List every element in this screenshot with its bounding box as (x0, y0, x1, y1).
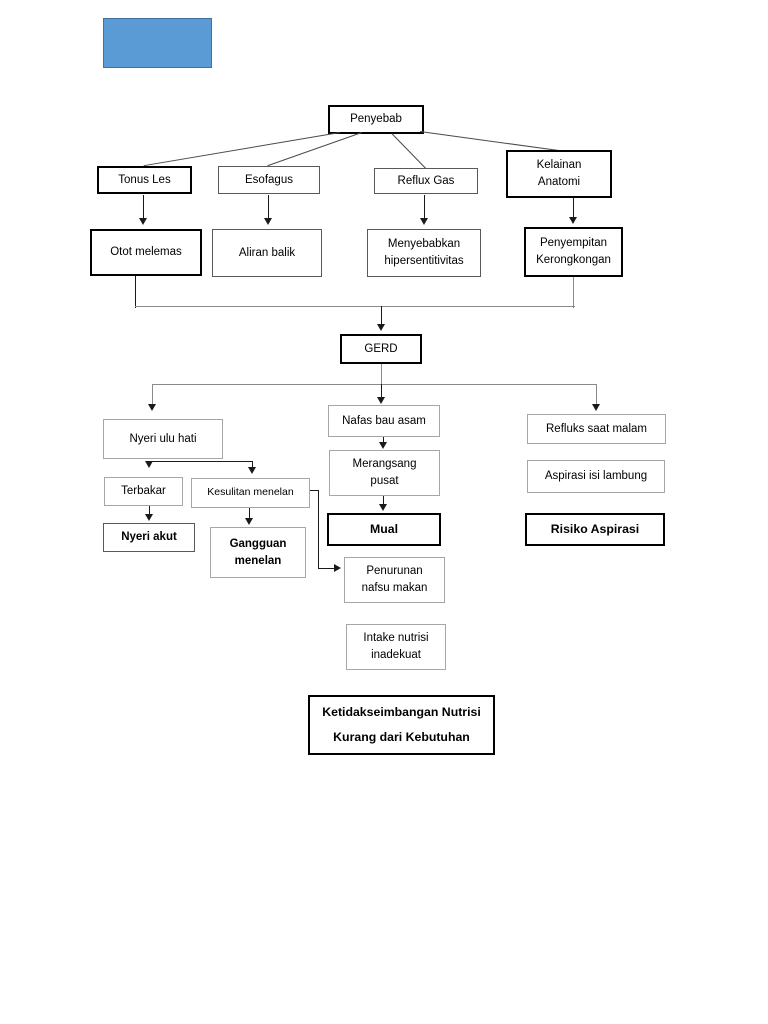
node-ketidakseimbangan-nutrisi[interactable]: Ketidakseimbangan Nutrisi Kurang dari Ke… (308, 695, 495, 755)
node-tonus-les[interactable]: Tonus Les (97, 166, 192, 194)
node-otot-melemas-label: Otot melemas (110, 246, 182, 259)
edge-kelainan-to-penyempitan (573, 198, 575, 220)
node-ketidakseimbangan-nutrisi-label-line2: Kurang dari Kebutuhan (333, 730, 470, 744)
node-aliran-balik-label: Aliran balik (238, 246, 296, 259)
edge-bus-to-nafas-bau-asam (381, 384, 383, 399)
node-kelainan-anatomi-label-line1: Kelainan (536, 159, 582, 172)
node-mual[interactable]: Mual (327, 513, 441, 546)
node-kesulitan-menelan[interactable]: Kesulitan menelan (191, 478, 310, 508)
node-esofagus[interactable]: Esofagus (218, 166, 320, 194)
edge-kesulitan-down-to-penurunan (318, 490, 320, 569)
edge-nafas-to-merangsang (383, 437, 385, 445)
node-gangguan-menelan[interactable]: Gangguan menelan (210, 527, 306, 578)
edge-kesulitan-right-to-penurunan (318, 568, 336, 570)
arrow-bus-to-refluks-saat-malam (592, 404, 600, 411)
node-nyeri-akut-label: Nyeri akut (121, 531, 177, 544)
node-esofagus-label: Esofagus (245, 173, 293, 186)
edge-bus-to-refluks-saat-malam (596, 384, 598, 406)
arrow-to-terbakar (145, 461, 153, 468)
node-aliran-balik[interactable]: Aliran balik (212, 229, 322, 277)
arrow-bus-to-nafas-bau-asam (377, 397, 385, 404)
node-nyeri-ulu-hati[interactable]: Nyeri ulu hati (103, 419, 223, 459)
node-gangguan-menelan-label-line1: Gangguan (229, 537, 287, 550)
node-intake-nutrisi-label-line2: inadekuat (371, 649, 421, 661)
node-kesulitan-menelan-label: Kesulitan menelan (207, 486, 294, 499)
node-hipersentitivitas-label-line1: Menyebabkan (387, 238, 461, 251)
arrow-bus-to-gerd (377, 324, 385, 331)
node-merangsang-pusat-label-line2: pusat (370, 475, 399, 487)
node-penyempitan-label-line1: Penyempitan (539, 237, 608, 250)
arrow-nafas-to-merangsang (379, 442, 387, 449)
arrow-merangsang-to-mual (379, 504, 387, 511)
edge-tonus-les-to-otot-melemas (143, 195, 145, 220)
blue-placeholder-rectangle (103, 18, 212, 68)
node-intake-nutrisi-inadekuat[interactable]: Intake nutrisi inadekuat (346, 624, 446, 670)
node-risiko-aspirasi[interactable]: Risiko Aspirasi (525, 513, 665, 546)
edge-penyebab-to-kelainan-anatomi (419, 131, 560, 152)
arrow-esofagus-to-aliran-balik (264, 218, 272, 225)
node-tonus-les-label: Tonus Les (118, 173, 171, 186)
edge-kesulitan-to-gangguan (249, 508, 251, 521)
arrow-kesulitan-to-penurunan (334, 564, 341, 572)
node-otot-melemas[interactable]: Otot melemas (90, 229, 202, 276)
node-kelainan-anatomi[interactable]: Kelainan Anatomi (506, 150, 612, 198)
edge-gerd-down (381, 364, 383, 385)
bus-effects-to-gerd (135, 306, 575, 308)
node-gerd-label: GERD (364, 342, 398, 355)
node-risiko-aspirasi-label: Risiko Aspirasi (550, 521, 640, 536)
node-reflux-gas-label: Reflux Gas (397, 174, 455, 187)
node-refluks-saat-malam-label: Refluks saat malam (546, 422, 647, 435)
node-refluks-saat-malam[interactable]: Refluks saat malam (527, 414, 666, 444)
node-reflux-gas[interactable]: Reflux Gas (374, 168, 478, 194)
node-gangguan-menelan-label-line2: menelan (234, 554, 282, 567)
edge-reflux-gas-to-hipersentitivitas (424, 195, 426, 220)
node-merangsang-pusat-label-line1: Merangsang (352, 458, 417, 471)
bus-gerd-branches (152, 384, 597, 386)
edge-bus-to-nyeri-ulu-hati (152, 384, 154, 406)
node-menyebabkan-hipersentitivitas[interactable]: Menyebabkan hipersentitivitas (367, 229, 481, 277)
node-penurunan-nafsu-makan[interactable]: Penurunan nafsu makan (344, 557, 445, 603)
node-penyebab-label: Penyebab (350, 113, 402, 126)
node-nafas-bau-asam-label: Nafas bau asam (342, 414, 426, 427)
edge-otot-melemas-down (135, 276, 137, 308)
edge-terbakar-to-nyeri-akut (149, 506, 151, 517)
node-nafas-bau-asam[interactable]: Nafas bau asam (328, 405, 440, 437)
node-terbakar-label: Terbakar (121, 485, 166, 498)
edge-penyempitan-down (573, 277, 575, 308)
node-merangsang-pusat[interactable]: Merangsang pusat (329, 450, 440, 496)
arrow-tonus-les-to-otot-melemas (139, 218, 147, 225)
node-penurunan-nafsu-makan-label-line1: Penurunan (366, 565, 423, 578)
arrow-bus-to-nyeri-ulu-hati (148, 404, 156, 411)
arrow-terbakar-to-nyeri-akut (145, 514, 153, 521)
edge-split-to-kesulitan-menelan (252, 461, 254, 469)
node-gerd[interactable]: GERD (340, 334, 422, 364)
node-hipersentitivitas-label-line2: hipersentitivitas (384, 255, 464, 267)
node-aspirasi-isi-lambung-label: Aspirasi isi lambung (544, 470, 648, 483)
edge-merangsang-to-mual (383, 496, 385, 506)
node-ketidakseimbangan-nutrisi-label-line1: Ketidakseimbangan Nutrisi (322, 705, 481, 720)
node-penyebab[interactable]: Penyebab (328, 105, 424, 134)
node-penyempitan-label-line2: Kerongkongan (536, 254, 611, 266)
arrow-reflux-gas-to-hipersentitivitas (420, 218, 428, 225)
arrow-to-kesulitan-menelan (248, 467, 256, 474)
arrow-kelainan-to-penyempitan (569, 217, 577, 224)
edge-kesulitan-out-right (310, 490, 319, 492)
node-kelainan-anatomi-label-line2: Anatomi (537, 176, 581, 188)
node-terbakar[interactable]: Terbakar (104, 477, 183, 506)
node-aspirasi-isi-lambung[interactable]: Aspirasi isi lambung (527, 460, 665, 493)
node-penyempitan-kerongkongan[interactable]: Penyempitan Kerongkongan (524, 227, 623, 277)
edge-esofagus-to-aliran-balik (268, 195, 270, 220)
node-penurunan-nafsu-makan-label-line2: nafsu makan (361, 582, 428, 594)
edge-bus-to-gerd (381, 306, 383, 326)
bus-nyeri-ulu-hati-split (149, 461, 253, 463)
arrow-kesulitan-to-gangguan (245, 518, 253, 525)
node-nyeri-ulu-hati-label: Nyeri ulu hati (129, 432, 197, 445)
edge-penyebab-to-reflux-gas (391, 133, 427, 170)
node-mual-label: Mual (369, 521, 398, 536)
node-nyeri-akut[interactable]: Nyeri akut (103, 523, 195, 552)
node-intake-nutrisi-label-line1: Intake nutrisi (363, 632, 429, 645)
